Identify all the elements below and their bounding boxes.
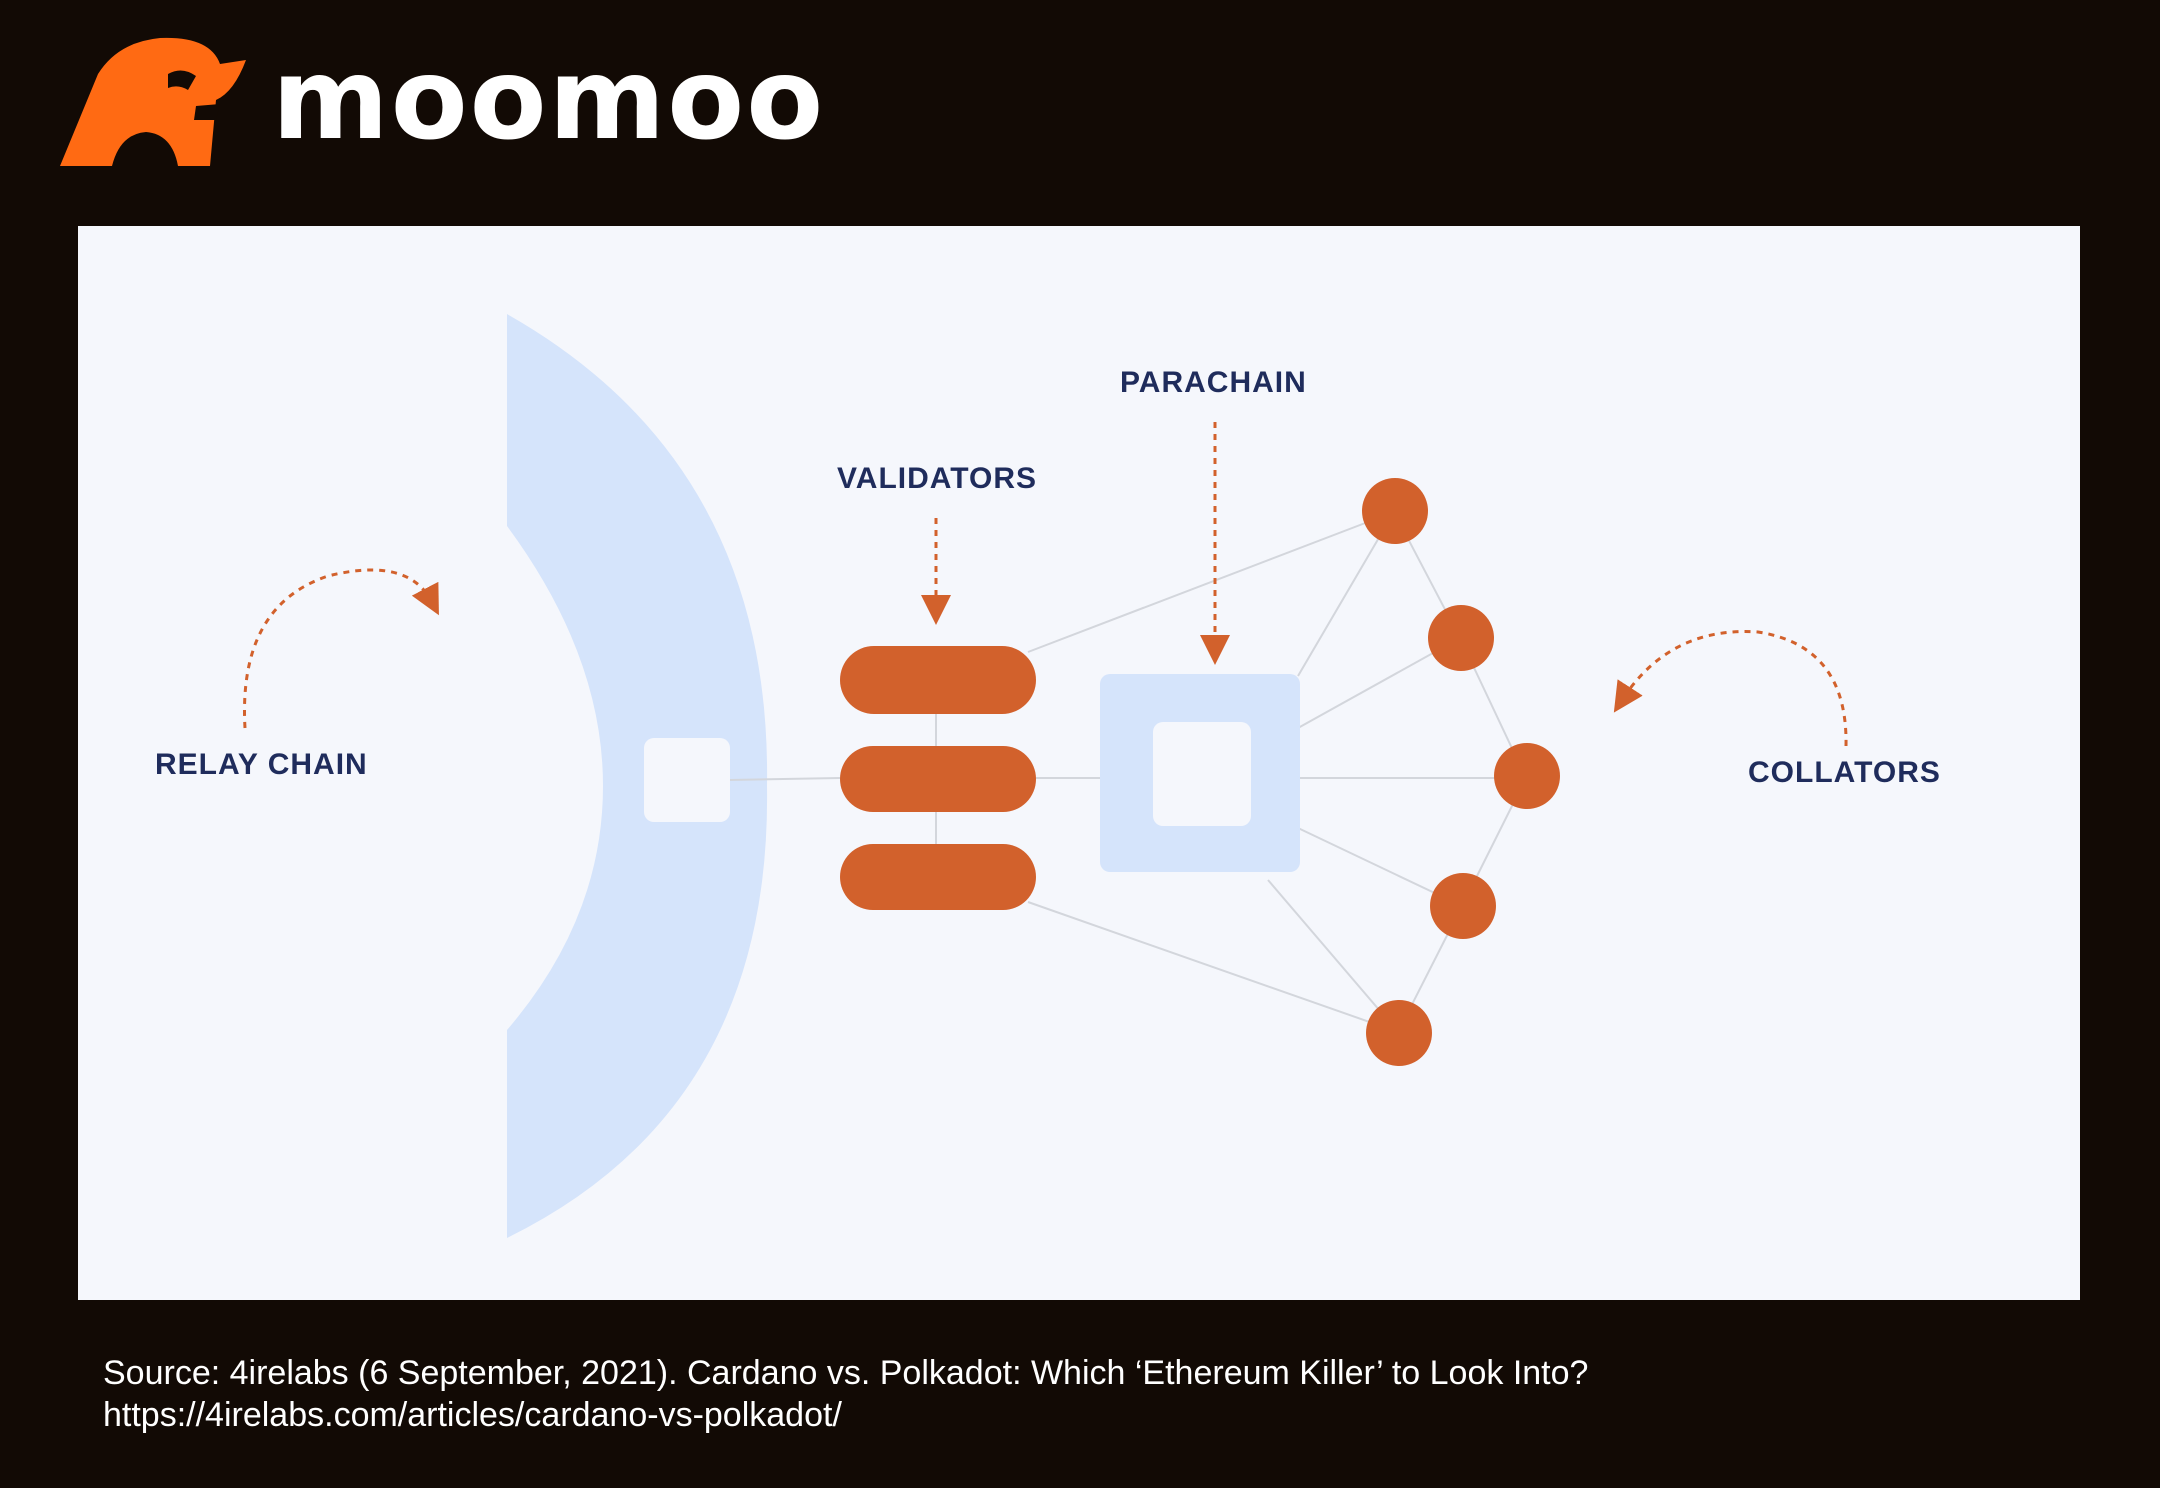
source-citation: Source: 4irelabs (6 September, 2021). Ca… bbox=[103, 1352, 1588, 1436]
collator-node bbox=[1430, 873, 1496, 939]
bull-head-icon bbox=[60, 37, 246, 166]
relay-chain-shape bbox=[507, 314, 768, 1238]
collator-node bbox=[1366, 1000, 1432, 1066]
relay-chain-arrow bbox=[242, 568, 439, 729]
collators-arrow bbox=[1613, 630, 1848, 747]
parachain-label: PARACHAIN bbox=[1120, 366, 1307, 399]
validator-node bbox=[840, 646, 1036, 714]
relay-chain-node bbox=[644, 738, 730, 822]
validator-node bbox=[840, 746, 1036, 812]
source-text: Source: 4irelabs (6 September, 2021). Ca… bbox=[103, 1354, 1589, 1392]
collator-node bbox=[1494, 743, 1560, 809]
moomoo-logo: moomoo bbox=[60, 34, 825, 166]
collators-label: COLLATORS bbox=[1748, 756, 1941, 789]
validators-label: VALIDATORS bbox=[837, 462, 1038, 495]
diagram-panel: RELAY CHAIN VALIDATORS PARACHAIN COLLATO… bbox=[78, 226, 2080, 1300]
parachain-block-inner bbox=[1153, 722, 1251, 826]
validator-node bbox=[840, 844, 1036, 910]
collator-node bbox=[1428, 605, 1494, 671]
relay-chain-label: RELAY CHAIN bbox=[155, 748, 368, 781]
polkadot-architecture-diagram bbox=[242, 314, 1848, 1238]
source-url[interactable]: https://4irelabs.com/articles/cardano-vs… bbox=[103, 1396, 842, 1434]
brand-name: moomoo bbox=[272, 35, 826, 165]
collator-node bbox=[1362, 478, 1428, 544]
